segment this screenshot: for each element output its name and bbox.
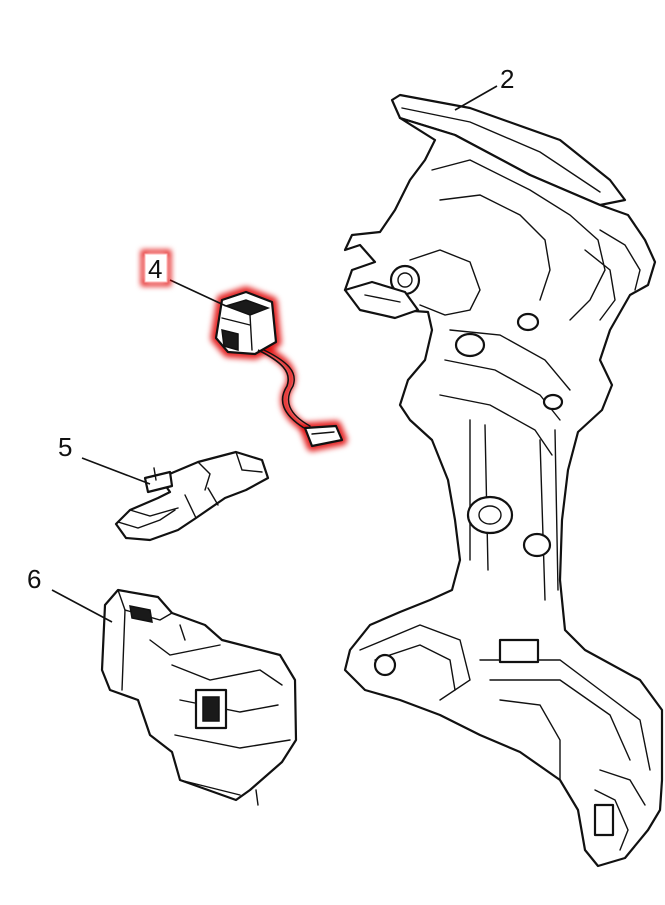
leader-line-6 [51, 589, 113, 623]
callout-6: 6 [27, 564, 41, 594]
housing-part [343, 93, 664, 868]
leader-line-4 [169, 279, 227, 307]
callout-4: 4 [148, 254, 162, 284]
callout-2: 2 [500, 64, 514, 94]
leader-line-2 [454, 85, 498, 111]
lever-part [114, 450, 270, 542]
callout-4-box [144, 253, 168, 283]
harness-part [210, 286, 348, 452]
leader-line-5 [81, 457, 151, 485]
callout-5: 5 [58, 432, 72, 462]
callout-4-highlight [141, 250, 171, 286]
switch-part [100, 588, 298, 806]
